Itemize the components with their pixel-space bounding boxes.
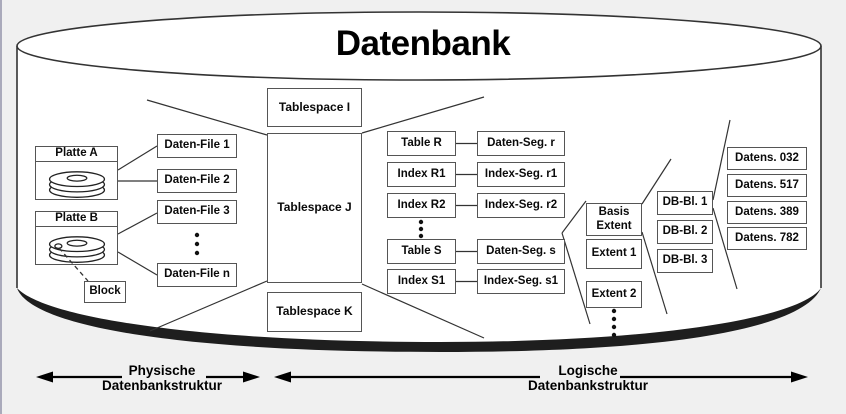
record-389-box: Datens. 389 xyxy=(727,201,807,224)
basis-extent-line1: Basis xyxy=(598,206,630,219)
screen-left-edge xyxy=(0,0,2,414)
record-032-box: Datens. 032 xyxy=(727,147,807,170)
datafile-box-n: Daten-File n xyxy=(157,263,237,287)
datafile-box-2: Daten-File 2 xyxy=(157,169,237,193)
disk-icon xyxy=(48,170,105,198)
logical-structure-label: Logische Datenbankstruktur xyxy=(488,363,688,393)
disk-panel-platte-b: Platte B xyxy=(35,211,118,265)
index-seg-r1-box: Index-Seg. r1 xyxy=(477,162,565,187)
disk-panel-platte-a: Platte A xyxy=(35,146,118,200)
basis-extent-line2: Extent xyxy=(596,219,632,232)
disk-icon xyxy=(48,235,105,263)
index-r1-box: Index R1 xyxy=(387,162,456,187)
database-title: Datenbank xyxy=(335,24,511,63)
db-block-1-box: DB-Bl. 1 xyxy=(657,191,713,215)
datafile-box-3: Daten-File 3 xyxy=(157,200,237,224)
tablespace-i-box: Tablespace I xyxy=(267,88,362,127)
block-marker xyxy=(53,242,63,249)
db-block-2-box: DB-Bl. 2 xyxy=(657,220,713,244)
disk-file-connectors xyxy=(117,145,158,276)
extent-1-box: Extent 1 xyxy=(586,239,642,269)
record-782-box: Datens. 782 xyxy=(727,227,807,250)
tablespace-j-box: Tablespace J xyxy=(267,133,362,283)
tablespace-k-box: Tablespace K xyxy=(267,292,362,332)
daten-seg-r-box: Daten-Seg. r xyxy=(477,131,565,156)
index-r2-box: Index R2 xyxy=(387,193,456,218)
physical-structure-label: Physische Datenbankstruktur xyxy=(62,363,262,393)
table-segment-connectors xyxy=(456,142,477,283)
index-s1-box: Index S1 xyxy=(387,269,456,294)
disk-label-a: Platte A xyxy=(36,147,117,162)
index-seg-r2-box: Index-Seg. r2 xyxy=(477,193,565,218)
logical-structure-line2: Datenbankstruktur xyxy=(527,378,649,393)
table-s-box: Table S xyxy=(387,239,456,264)
basis-extent-box: Basis Extent xyxy=(586,203,642,236)
extent-2-box: Extent 2 xyxy=(586,281,642,308)
index-seg-s1-box: Index-Seg. s1 xyxy=(477,269,565,294)
record-517-box: Datens. 517 xyxy=(727,174,807,197)
db-block-3-box: DB-Bl. 3 xyxy=(657,249,713,273)
disk-label-b: Platte B xyxy=(36,212,117,227)
datafile-box-1: Daten-File 1 xyxy=(157,134,237,158)
cylinder-bottom-shadow xyxy=(17,288,821,352)
logical-structure-line1: Logische xyxy=(558,363,618,378)
physical-structure-line1: Physische xyxy=(128,363,196,378)
physical-structure-line2: Datenbankstruktur xyxy=(101,378,223,393)
daten-seg-s-box: Daten-Seg. s xyxy=(477,239,565,264)
block-box: Block xyxy=(84,281,126,303)
table-r-box: Table R xyxy=(387,131,456,156)
